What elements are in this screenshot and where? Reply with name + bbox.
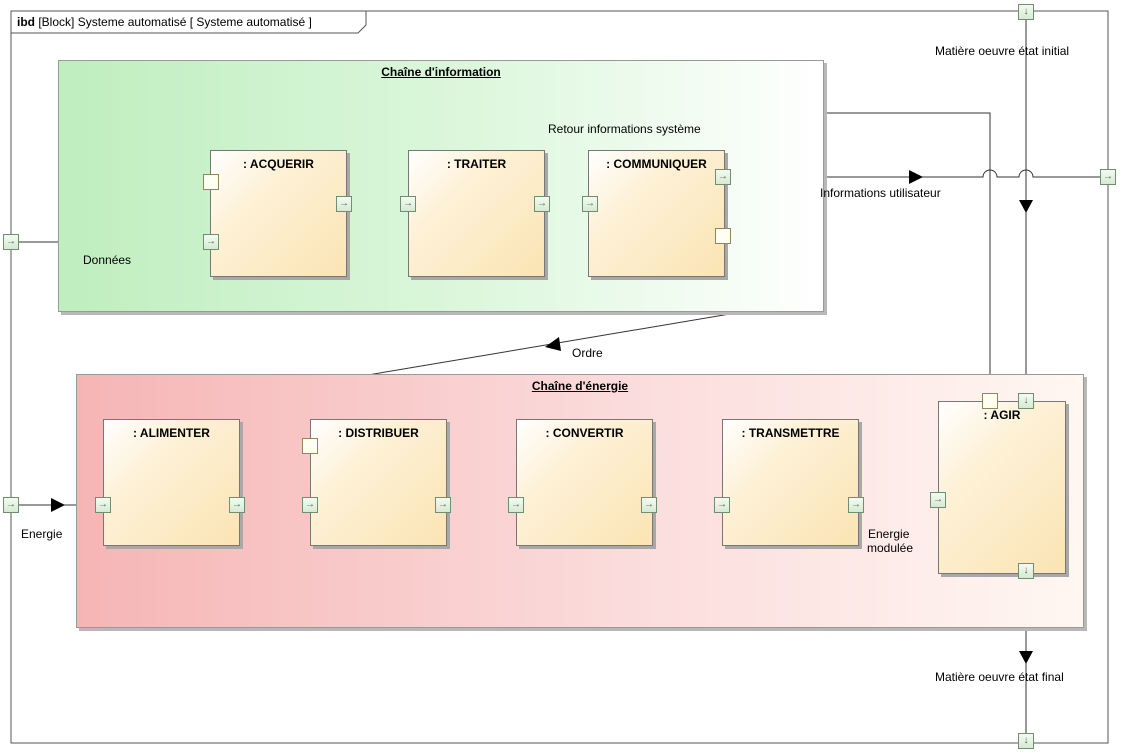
frame-title-text: [Block] Systeme automatisé [ Systeme aut… <box>38 15 312 29</box>
label-energie: Energie <box>21 527 63 541</box>
frame-port-infos-utilisateur[interactable]: → <box>1100 169 1116 185</box>
ordre-arrow <box>545 337 561 351</box>
acquerir-port-retour[interactable] <box>203 174 219 190</box>
block-convertir[interactable]: : CONVERTIR <box>516 419 653 546</box>
label-infos-utilisateur: Informations utilisateur <box>820 186 941 200</box>
distribuer-port-out[interactable]: → <box>435 497 451 513</box>
block-alimenter[interactable]: : ALIMENTER <box>103 419 240 546</box>
distribuer-port-ordre[interactable] <box>302 438 318 454</box>
alimenter-port-out[interactable]: → <box>229 497 245 513</box>
alimenter-port-in[interactable]: → <box>95 497 111 513</box>
communiquer-port-ordre[interactable] <box>715 228 731 244</box>
block-convertir-title: : CONVERTIR <box>545 426 624 440</box>
label-energie-modulee-2: modulée <box>867 541 914 555</box>
transmettre-port-in[interactable]: → <box>714 497 730 513</box>
label-matiere-initial: Matière oeuvre état initial <box>935 44 1070 58</box>
block-acquerir-title: : ACQUERIR <box>243 157 314 171</box>
communiquer-port-in[interactable]: → <box>582 196 598 212</box>
infos-utilisateur-arrow <box>909 170 923 184</box>
convertir-port-out[interactable]: → <box>641 497 657 513</box>
matiere-final-arrow <box>1019 651 1033 664</box>
frame-port-matiere-in[interactable]: ↓ <box>1018 4 1034 20</box>
agir-port-matiere-out[interactable]: ↓ <box>1018 563 1034 579</box>
block-agir-title: : AGIR <box>983 408 1021 422</box>
acquerir-port-out[interactable]: → <box>336 196 352 212</box>
acquerir-port-donnees[interactable]: → <box>203 234 219 250</box>
transmettre-port-out[interactable]: → <box>848 497 864 513</box>
block-transmettre-title: : TRANSMETTRE <box>741 426 840 440</box>
distribuer-port-in[interactable]: → <box>302 497 318 513</box>
communiquer-port-infos[interactable]: → <box>715 169 731 185</box>
block-alimenter-title: : ALIMENTER <box>133 426 210 440</box>
energie-arrow <box>51 498 65 512</box>
frame-title-notch <box>11 11 367 34</box>
frame-title: ibd [Block] Systeme automatisé [ Systeme… <box>11 11 318 33</box>
frame-port-matiere-out[interactable]: ↓ <box>1018 733 1034 749</box>
frame-port-donnees[interactable]: → <box>3 234 19 250</box>
block-communiquer-title: : COMMUNIQUER <box>606 157 707 171</box>
block-distribuer[interactable]: : DISTRIBUER <box>310 419 447 546</box>
agir-port-retour[interactable] <box>982 393 998 409</box>
agir-port-energie-in[interactable]: → <box>930 492 946 508</box>
block-traiter-title: : TRAITER <box>446 157 507 171</box>
block-communiquer[interactable]: : COMMUNIQUER <box>588 150 725 277</box>
block-traiter[interactable]: : TRAITER <box>408 150 545 277</box>
matiere-initial-arrow <box>1019 200 1033 213</box>
infos-utilisateur-line <box>731 169 1100 178</box>
agir-port-matiere-in[interactable]: ↓ <box>1018 393 1034 409</box>
block-distribuer-title: : DISTRIBUER <box>338 426 419 440</box>
label-retour: Retour informations système <box>548 122 701 136</box>
chaine-energie-title: Chaîne d'énergie <box>531 379 629 393</box>
label-ordre: Ordre <box>572 346 603 360</box>
frame-port-energie[interactable]: → <box>3 497 19 513</box>
frame-kind: ibd <box>17 15 35 29</box>
chaine-information-title: Chaîne d'information <box>381 65 501 79</box>
traiter-port-out[interactable]: → <box>534 196 550 212</box>
block-acquerir[interactable]: : ACQUERIR <box>210 150 347 277</box>
traiter-port-in[interactable]: → <box>400 196 416 212</box>
label-energie-modulee-1: Energie <box>868 527 910 541</box>
label-matiere-final: Matière oeuvre état final <box>935 670 1064 684</box>
block-agir[interactable]: : AGIR <box>938 401 1066 574</box>
label-donnees: Données <box>83 253 132 267</box>
convertir-port-in[interactable]: → <box>508 497 524 513</box>
block-transmettre[interactable]: : TRANSMETTRE <box>722 419 859 546</box>
